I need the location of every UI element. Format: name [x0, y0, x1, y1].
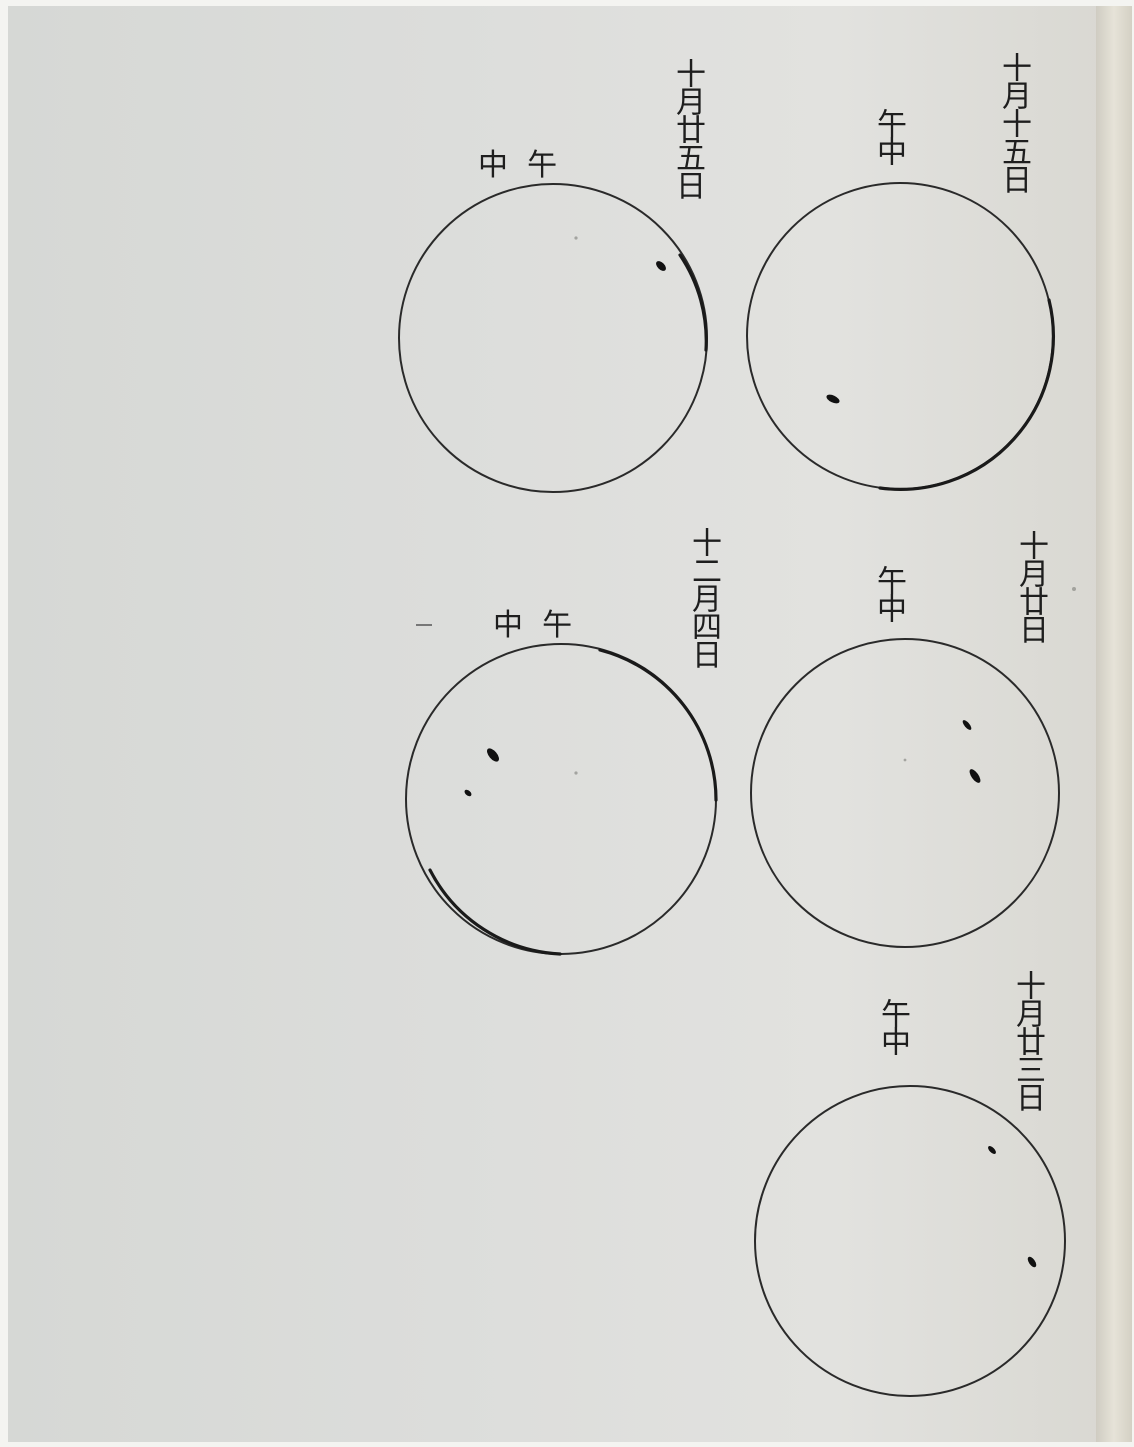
sunspot	[1026, 1255, 1038, 1268]
sunspot	[968, 767, 983, 784]
ink-arc	[680, 255, 706, 350]
paper-speck	[904, 759, 907, 762]
sunspot	[987, 1145, 998, 1156]
sunspot	[961, 719, 973, 731]
sun-disc-oct-20	[751, 639, 1059, 947]
ink-arc	[430, 870, 560, 954]
sunspot	[485, 746, 501, 763]
ink-arc	[600, 650, 716, 800]
sun-disc-oct-15	[747, 183, 1053, 489]
sunspot	[654, 259, 667, 272]
ink-arc	[880, 300, 1053, 489]
sunspot	[463, 789, 472, 798]
sun-disc-oct-25	[399, 184, 707, 492]
paper-speck	[574, 771, 577, 774]
sunspot	[825, 393, 841, 405]
paper-speck	[1072, 587, 1076, 591]
paper-speck	[574, 236, 577, 239]
sun-disc-oct-23	[755, 1086, 1065, 1396]
